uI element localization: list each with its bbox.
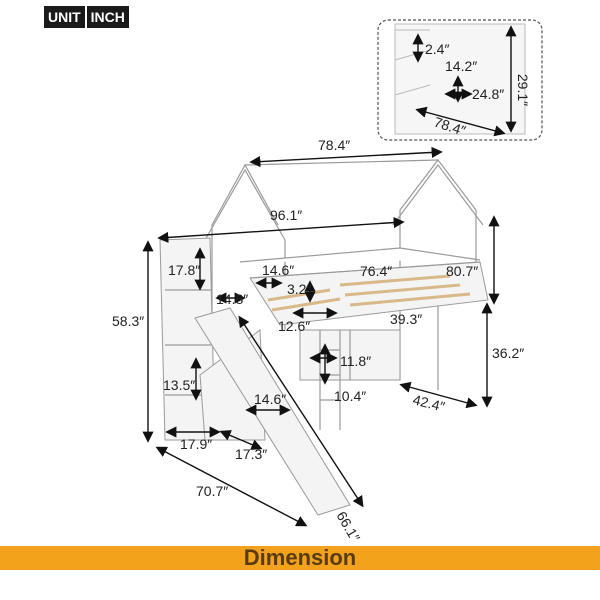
length-top-label: 78.4″ [318,137,350,153]
stair-height-label: 17.8″ [168,262,200,278]
detail-inset: 2.4″ 14.2″ 24.8″ 29.1″ 78.4″ [377,19,543,141]
unit-label: UNIT [44,6,85,28]
drawer-height-label: 11.8″ [340,353,371,369]
length-top-arrow [249,146,443,168]
slide-length-arrow [238,315,364,508]
overall-height-label: 80.7″ [446,263,478,279]
inset-panel-height-label: 14.2″ [445,58,477,74]
rail-gap-label: 3.2″ [287,281,311,297]
roof-frame-left [204,163,286,241]
frame-length-arrow [157,216,405,244]
inset-height-label: 29.1″ [515,74,531,106]
depth-label: 42.4″ [411,391,446,414]
stair-depth-label: 17.9″ [180,436,212,452]
dimension-arrows [142,146,500,527]
roof-frame-right [392,159,484,226]
stair-side-label: 17.3″ [235,446,267,462]
bed-width-label: 39.3″ [390,311,422,327]
loft-bed-drawing [159,159,489,516]
inset-top-gap-label: 2.4″ [425,41,449,57]
stair-width-label: 14.8″ [216,291,248,307]
slide-length-label: 66.1″ [333,509,363,545]
unit-badge: UNIT INCH [44,6,129,28]
rail-height-label: 14.6″ [262,262,294,278]
frame-length-label: 96.1″ [270,207,302,223]
slat-gap-label: 12.6″ [278,318,310,334]
step-height-label: 13.5″ [163,377,195,393]
clearance-height-label: 36.2″ [492,345,524,361]
inner-length-label: 76.4″ [360,263,392,279]
depth-arrow [399,381,478,409]
slide-width-label: 14.6″ [254,391,286,407]
inset-panel-width-label: 24.8″ [472,86,504,102]
slide-footprint-arrow [155,446,308,527]
inset-panel [394,23,526,135]
footer-band [0,546,600,570]
guard-rail [239,247,481,279]
slide-footprint-label: 70.7″ [196,483,228,499]
total-height-label: 58.3″ [112,313,144,329]
inch-label: INCH [84,6,129,28]
inset-length-arrow [415,106,506,137]
bed-slats [267,274,471,312]
ladder-gap-label: 10.4″ [334,388,366,404]
footer-title: Dimension [243,545,357,570]
